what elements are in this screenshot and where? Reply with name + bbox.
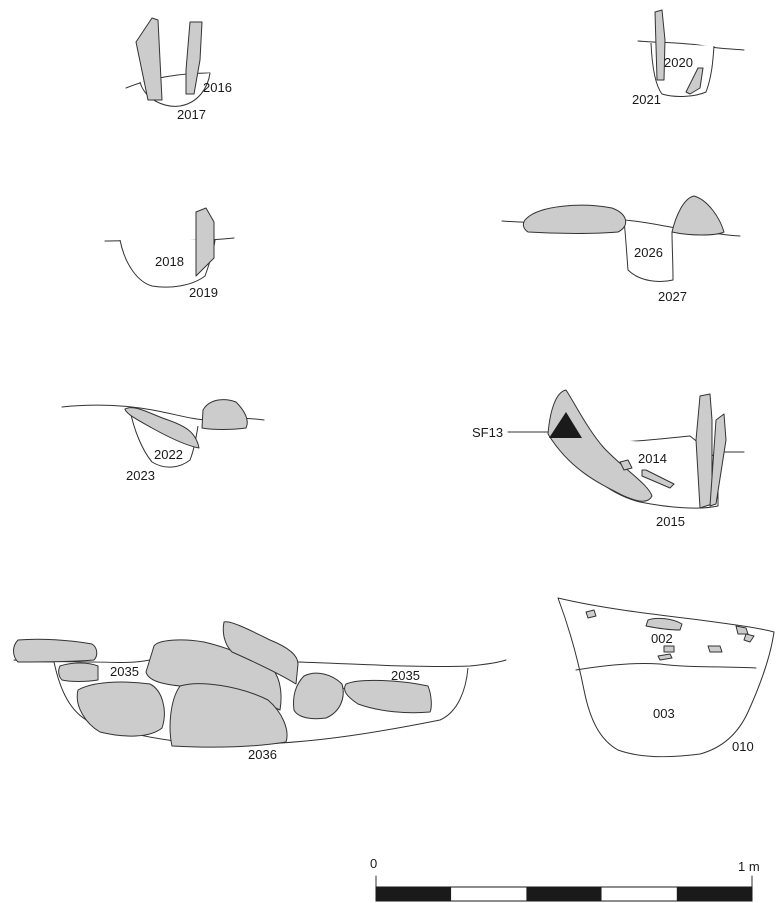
scale-segments bbox=[376, 887, 752, 901]
context-label: 2036 bbox=[248, 747, 277, 762]
section-2035-2036: 2035 2035 2036 bbox=[13, 621, 507, 762]
section-2016-2017: 2016 2017 bbox=[125, 17, 232, 122]
stone bbox=[344, 679, 432, 714]
scale-start-label: 0 bbox=[370, 856, 377, 871]
section-2014-2015: SF13 2014 2015 bbox=[472, 389, 745, 529]
context-label: 2018 bbox=[155, 254, 184, 269]
context-label: 2016 bbox=[203, 80, 232, 95]
small-find-triangle bbox=[549, 412, 582, 438]
context-label: 003 bbox=[653, 706, 675, 721]
ground-line bbox=[125, 72, 211, 89]
cut-outline bbox=[623, 219, 674, 282]
scale-frame bbox=[375, 886, 753, 902]
ground-line bbox=[297, 659, 507, 668]
stone bbox=[135, 17, 163, 101]
context-label: 002 bbox=[651, 631, 673, 646]
section-2022-2023: 2022 2023 bbox=[61, 399, 265, 483]
section-2018-2019: 2018 2019 bbox=[104, 207, 235, 300]
scale-segment bbox=[376, 887, 452, 901]
stone bbox=[124, 407, 200, 449]
context-label: 2026 bbox=[634, 245, 663, 260]
context-label: 2019 bbox=[189, 285, 218, 300]
stone bbox=[293, 672, 344, 720]
context-label: 2035 bbox=[391, 668, 420, 683]
layer-boundary bbox=[575, 662, 757, 671]
scale-segment bbox=[451, 887, 527, 901]
section-2026-2027: 2026 2027 bbox=[501, 195, 741, 304]
stone bbox=[185, 21, 203, 95]
context-label: 2023 bbox=[126, 468, 155, 483]
context-label: 010 bbox=[732, 739, 754, 754]
cut-outline bbox=[557, 597, 775, 758]
stone bbox=[76, 681, 165, 737]
stone bbox=[201, 399, 248, 430]
context-label: 2021 bbox=[632, 92, 661, 107]
stone bbox=[645, 617, 683, 631]
context-label: 2035 bbox=[110, 664, 139, 679]
scale-bar: 0 1 m bbox=[370, 856, 760, 902]
stone bbox=[585, 609, 597, 619]
stone bbox=[13, 638, 98, 663]
stone bbox=[663, 645, 675, 653]
stone bbox=[709, 413, 727, 507]
scale-segment bbox=[601, 887, 677, 901]
stone bbox=[619, 459, 633, 471]
stone bbox=[743, 633, 755, 643]
context-label: 2027 bbox=[658, 289, 687, 304]
stone bbox=[522, 204, 627, 234]
stone bbox=[547, 389, 653, 502]
small-find-label: SF13 bbox=[472, 425, 503, 440]
stone bbox=[169, 683, 288, 748]
stone bbox=[657, 653, 673, 661]
section-002-003-010: 002 003 010 bbox=[557, 597, 775, 758]
section-2020-2021: 2020 2021 bbox=[632, 9, 745, 107]
scale-end-label: 1 m bbox=[738, 859, 760, 874]
stone bbox=[195, 207, 215, 277]
scale-segment bbox=[676, 887, 752, 901]
stone bbox=[58, 662, 99, 682]
scale-segment bbox=[526, 887, 602, 901]
context-label: 2022 bbox=[154, 447, 183, 462]
stone bbox=[671, 195, 725, 236]
context-label: 2014 bbox=[638, 451, 667, 466]
context-label: 2015 bbox=[656, 514, 685, 529]
stone bbox=[707, 645, 723, 653]
stone bbox=[685, 67, 704, 95]
context-label: 2017 bbox=[177, 107, 206, 122]
stone bbox=[641, 469, 675, 489]
stone bbox=[654, 9, 666, 81]
context-label: 2020 bbox=[664, 55, 693, 70]
stone bbox=[222, 621, 299, 685]
